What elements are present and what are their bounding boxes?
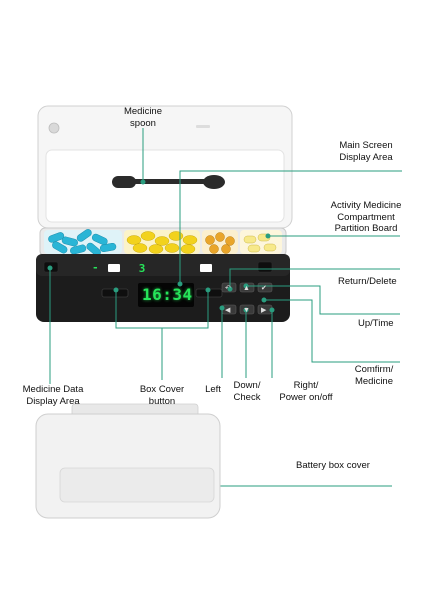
label-medicine-data: Medicine Data Display Area <box>22 384 84 407</box>
yellow-capsules <box>126 231 198 254</box>
amber-tablets <box>205 232 235 254</box>
leader-lines <box>47 128 402 489</box>
label-down-check: Down/ Check <box>233 380 261 403</box>
label-left: Left <box>205 384 221 395</box>
label-medicine-spoon: Medicine spoon <box>123 106 163 129</box>
label-box-cover-button: Box Cover button <box>139 384 185 407</box>
label-up-time: Up/Time <box>358 318 394 329</box>
label-right-power: Right/ Power on/off <box>279 380 333 403</box>
medicine-slot-dash: - <box>92 261 99 274</box>
battery-cover <box>35 403 221 519</box>
main-screen-time: 16:34 <box>142 285 193 304</box>
blue-capsules <box>48 229 117 257</box>
label-return-delete: Return/Delete <box>338 276 397 287</box>
medicine-spoon <box>112 175 225 189</box>
medicine-slot-number: 3 <box>138 262 146 275</box>
device-lid <box>37 105 293 229</box>
label-confirm-medicine: Comfirm/ Medicine <box>354 364 394 387</box>
right-icon: ▶ <box>261 307 267 314</box>
left-icon: ◀ <box>225 307 231 314</box>
label-partition-board: Activity Medicine Compartment Partition … <box>330 200 402 234</box>
return-icon: ↶ <box>225 285 231 292</box>
label-main-screen: Main Screen Display Area <box>339 140 393 163</box>
confirm-icon: ✔ <box>261 285 267 292</box>
label-battery-cover: Battery box cover <box>296 460 370 471</box>
up-icon: ▲ <box>243 285 250 292</box>
down-icon: ▼ <box>243 307 250 314</box>
